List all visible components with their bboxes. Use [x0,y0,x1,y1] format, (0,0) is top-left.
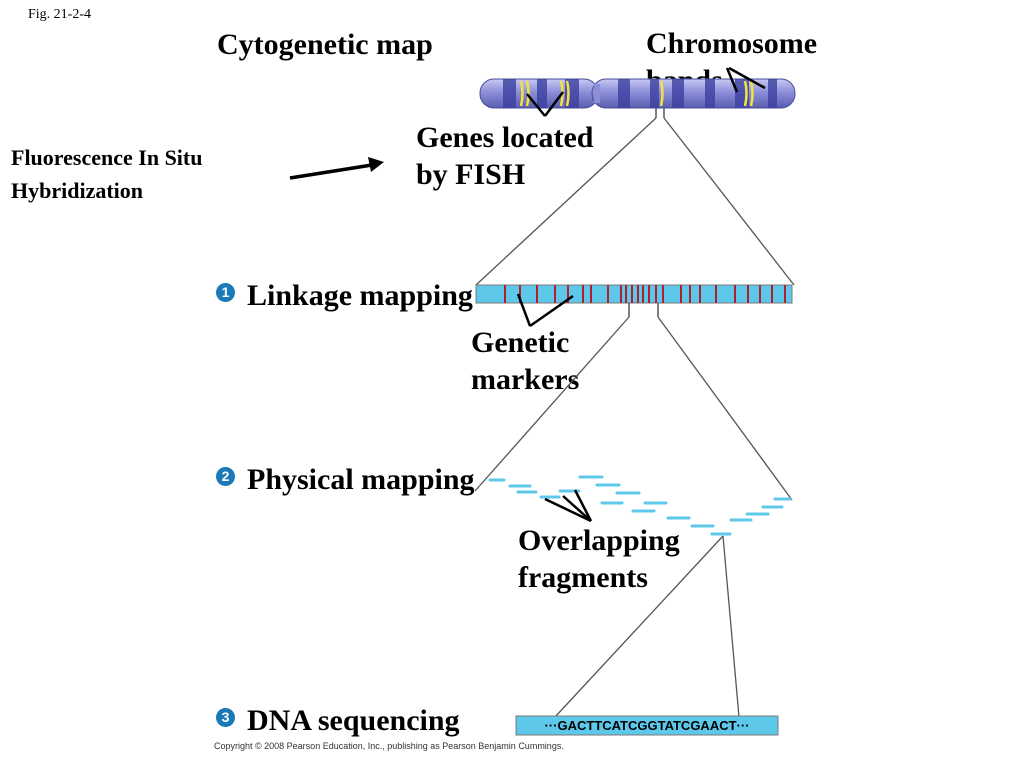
step-dna-sequencing: 3 DNA sequencing [216,702,460,739]
genes-fish-line1: Genes located [416,121,594,154]
step-2-badge: 2 [216,467,235,486]
dna-sequence-bar: ···GACTTCATCGGTATCGAACT··· [515,715,779,736]
genes-fish-label: Genes located by FISH [416,119,593,193]
step-3-badge: 3 [216,708,235,727]
fish-method-line2: Hybridization [11,178,144,203]
fish-method-line1: Fluorescence In Situ [11,145,203,170]
step-1-label: Linkage mapping [247,279,473,312]
zoom-lines-2 [474,316,793,501]
fish-arrow [289,157,384,180]
step-2-label: Physical mapping [247,463,475,496]
linkage-ticks [628,303,659,317]
figure-label: Fig. 21-2-4 [28,7,91,22]
cytogenetic-map-title: Cytogenetic map [217,28,433,61]
genetic-markers-line2: markers [471,363,580,396]
step-linkage-mapping: 1 Linkage mapping [216,277,473,314]
dna-sequence-text: ···GACTTCATCGGTATCGAACT··· [544,718,749,733]
zoom-lines-3 [554,535,740,718]
step-3-label: DNA sequencing [247,704,460,737]
step-1-badge: 1 [216,283,235,302]
overlapping-fragments-line2: fragments [518,561,648,594]
centromere [594,84,600,103]
zoom-lines-1 [475,117,795,286]
genes-fish-line2: by FISH [416,158,526,191]
overlapping-fragments-line1: Overlapping [518,524,680,557]
chromosome-ticks [655,108,665,118]
fish-method-label: Fluorescence In Situ Hybridization [11,141,202,207]
genetic-markers-label: Genetic markers [471,324,579,398]
chromosome-bands [503,79,777,108]
copyright-notice: Copyright © 2008 Pearson Education, Inc.… [214,741,564,751]
chromosome [479,78,796,109]
overlapping-fragments-pointer [544,489,593,523]
linkage-map-bar [475,284,793,304]
genetic-markers-pointer [516,293,574,328]
chromosome-bands-line1: Chromosome [646,27,818,60]
overlapping-fragments [488,475,792,536]
genetic-markers-line1: Genetic [471,326,570,359]
overlapping-fragments-label: Overlapping fragments [518,522,680,596]
step-physical-mapping: 2 Physical mapping [216,461,475,498]
chromosome-band-pointers [526,66,766,117]
